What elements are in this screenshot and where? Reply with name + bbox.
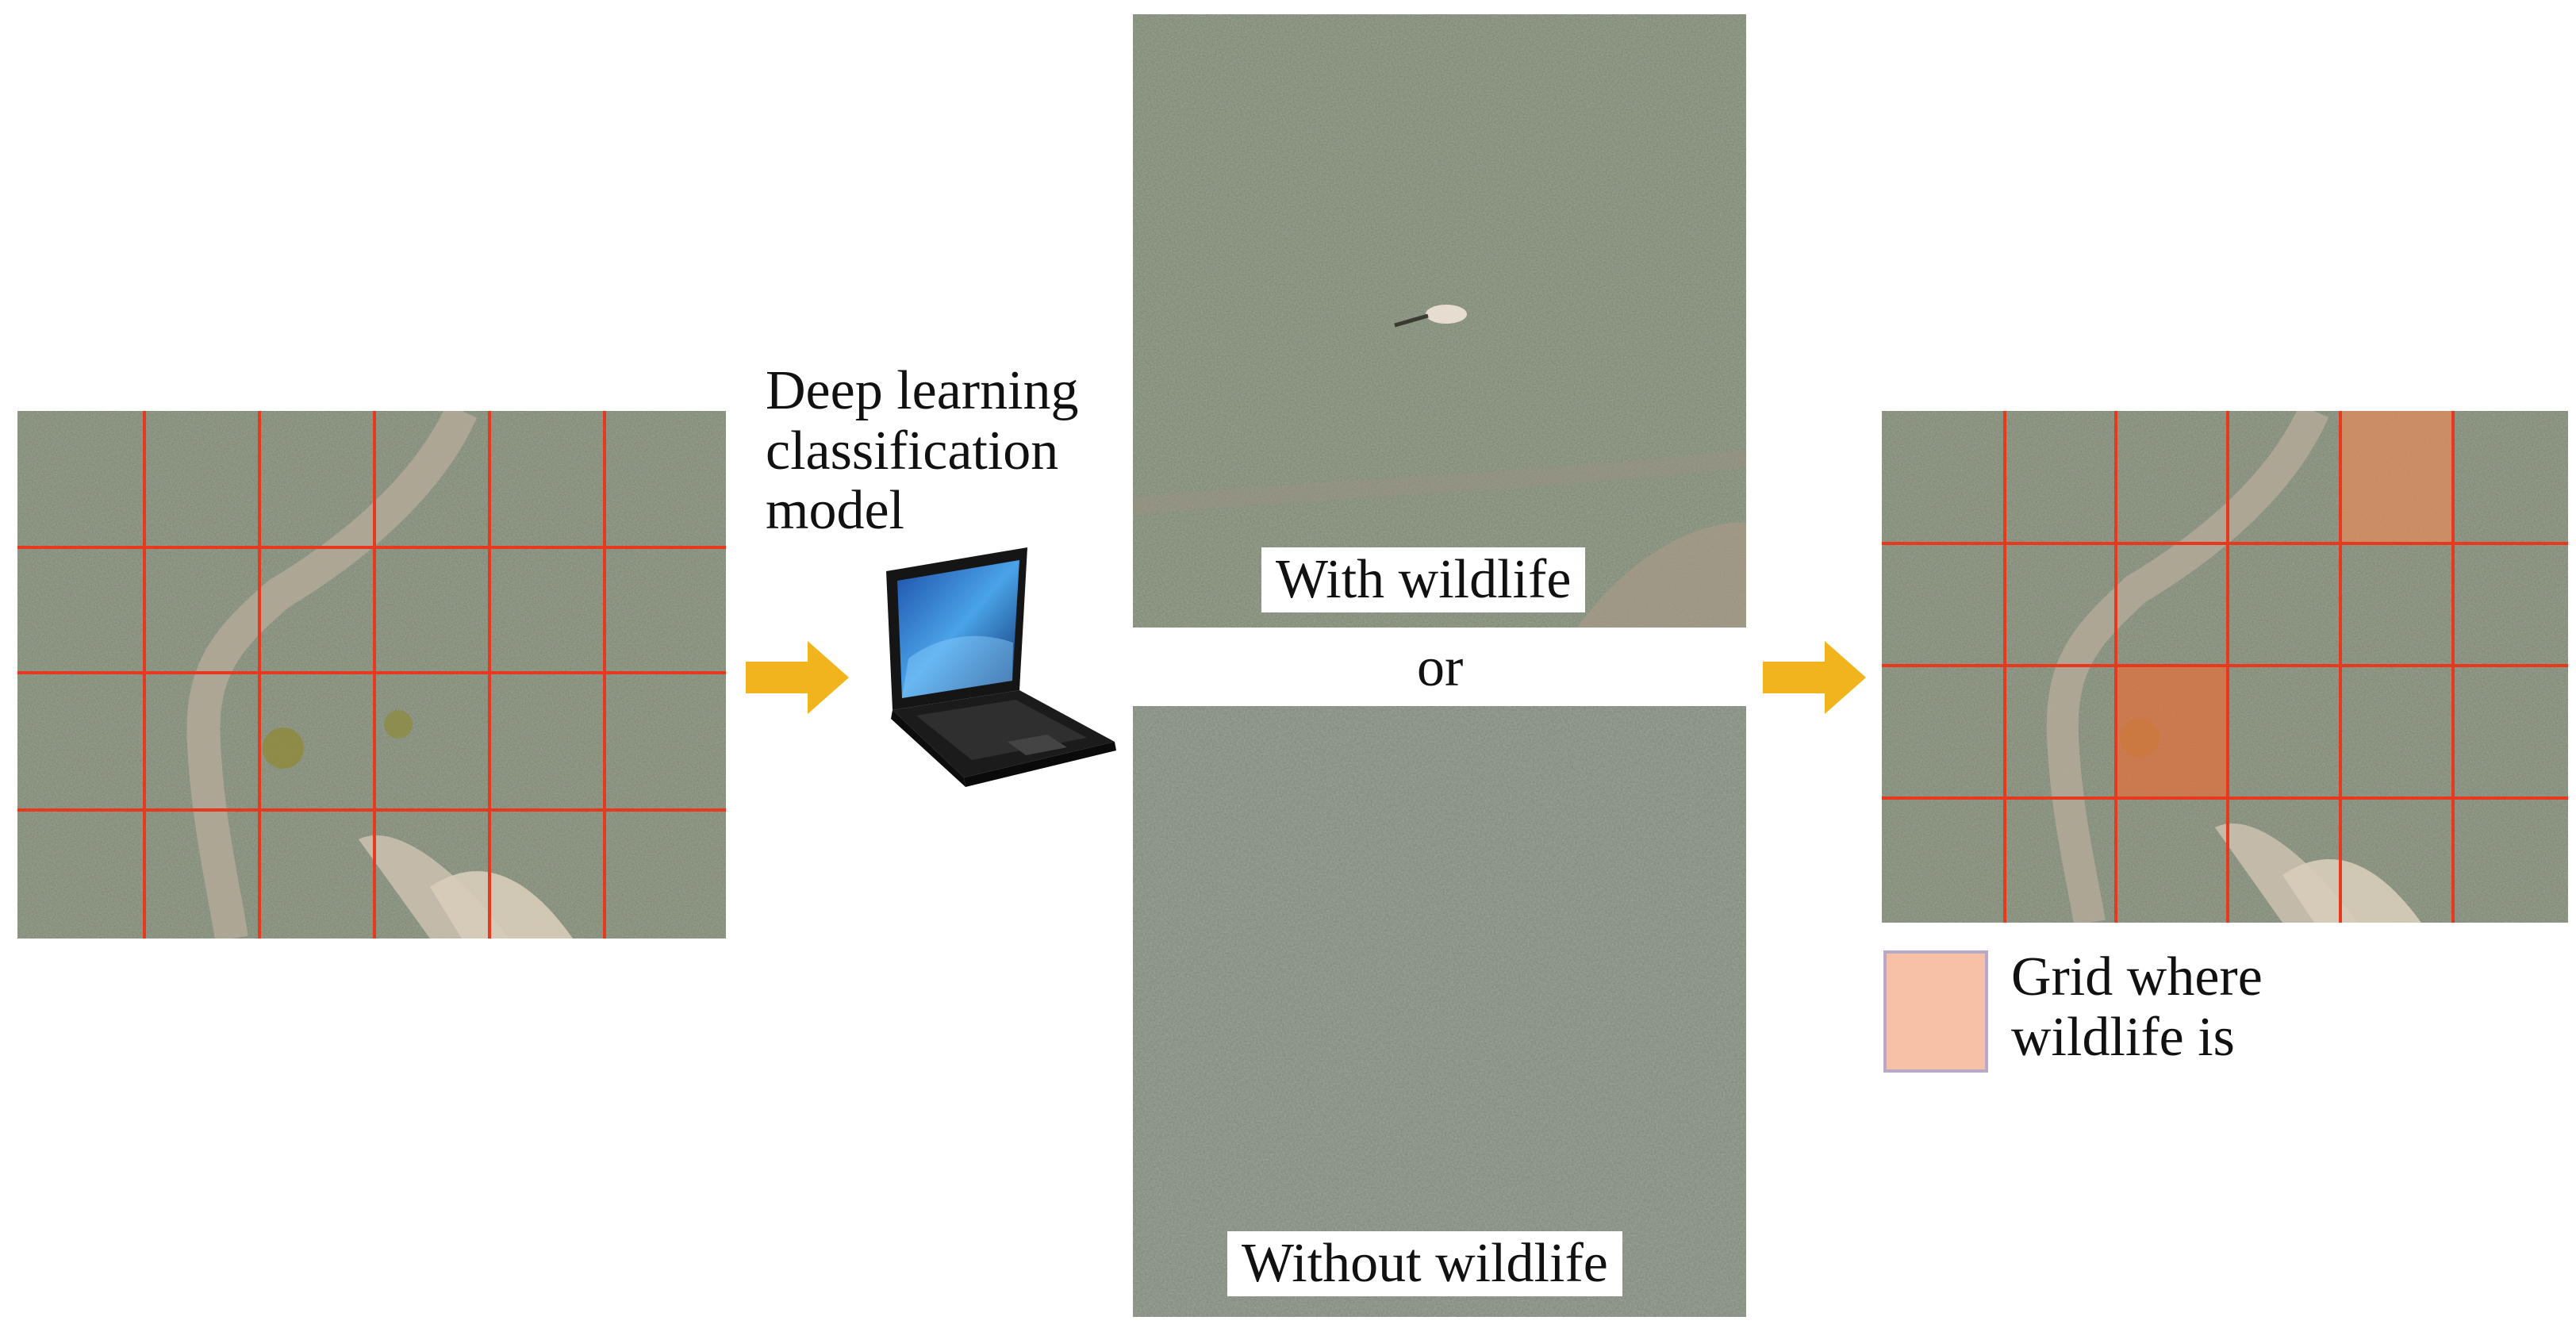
grid-lines <box>17 411 726 939</box>
output-image-grid <box>1882 411 2568 923</box>
arrow-right-icon <box>746 641 849 714</box>
input-aerial-image <box>17 411 726 939</box>
sample-without-wildlife-image <box>1133 706 1746 1317</box>
model-label: Deep learning classification model <box>766 361 1079 541</box>
wildlife-grid-highlights <box>2116 411 2453 798</box>
legend-swatch <box>1883 950 1988 1073</box>
model-label-line3: model <box>766 480 904 542</box>
sample-with-wildlife-image <box>1133 14 1746 628</box>
wildlife-animal-icon <box>1394 305 1467 328</box>
legend-label-line2: wildlife is <box>2011 1006 2235 1068</box>
or-label: or <box>1417 637 1464 698</box>
legend-label: Grid where wildlife is <box>2011 947 2263 1067</box>
output-aerial-image <box>1882 411 2568 923</box>
without-wildlife-caption: Without wildlife <box>1227 1231 1622 1296</box>
grid-lines <box>1882 411 2568 923</box>
with-wildlife-caption: With wildlife <box>1261 547 1586 612</box>
model-label-line2: classification <box>766 420 1059 482</box>
legend-label-line1: Grid where <box>2011 946 2263 1008</box>
arrow-right-icon <box>1763 641 1866 714</box>
input-image-grid <box>17 411 726 939</box>
laptop-icon <box>869 539 1123 797</box>
model-label-line1: Deep learning <box>766 360 1079 421</box>
